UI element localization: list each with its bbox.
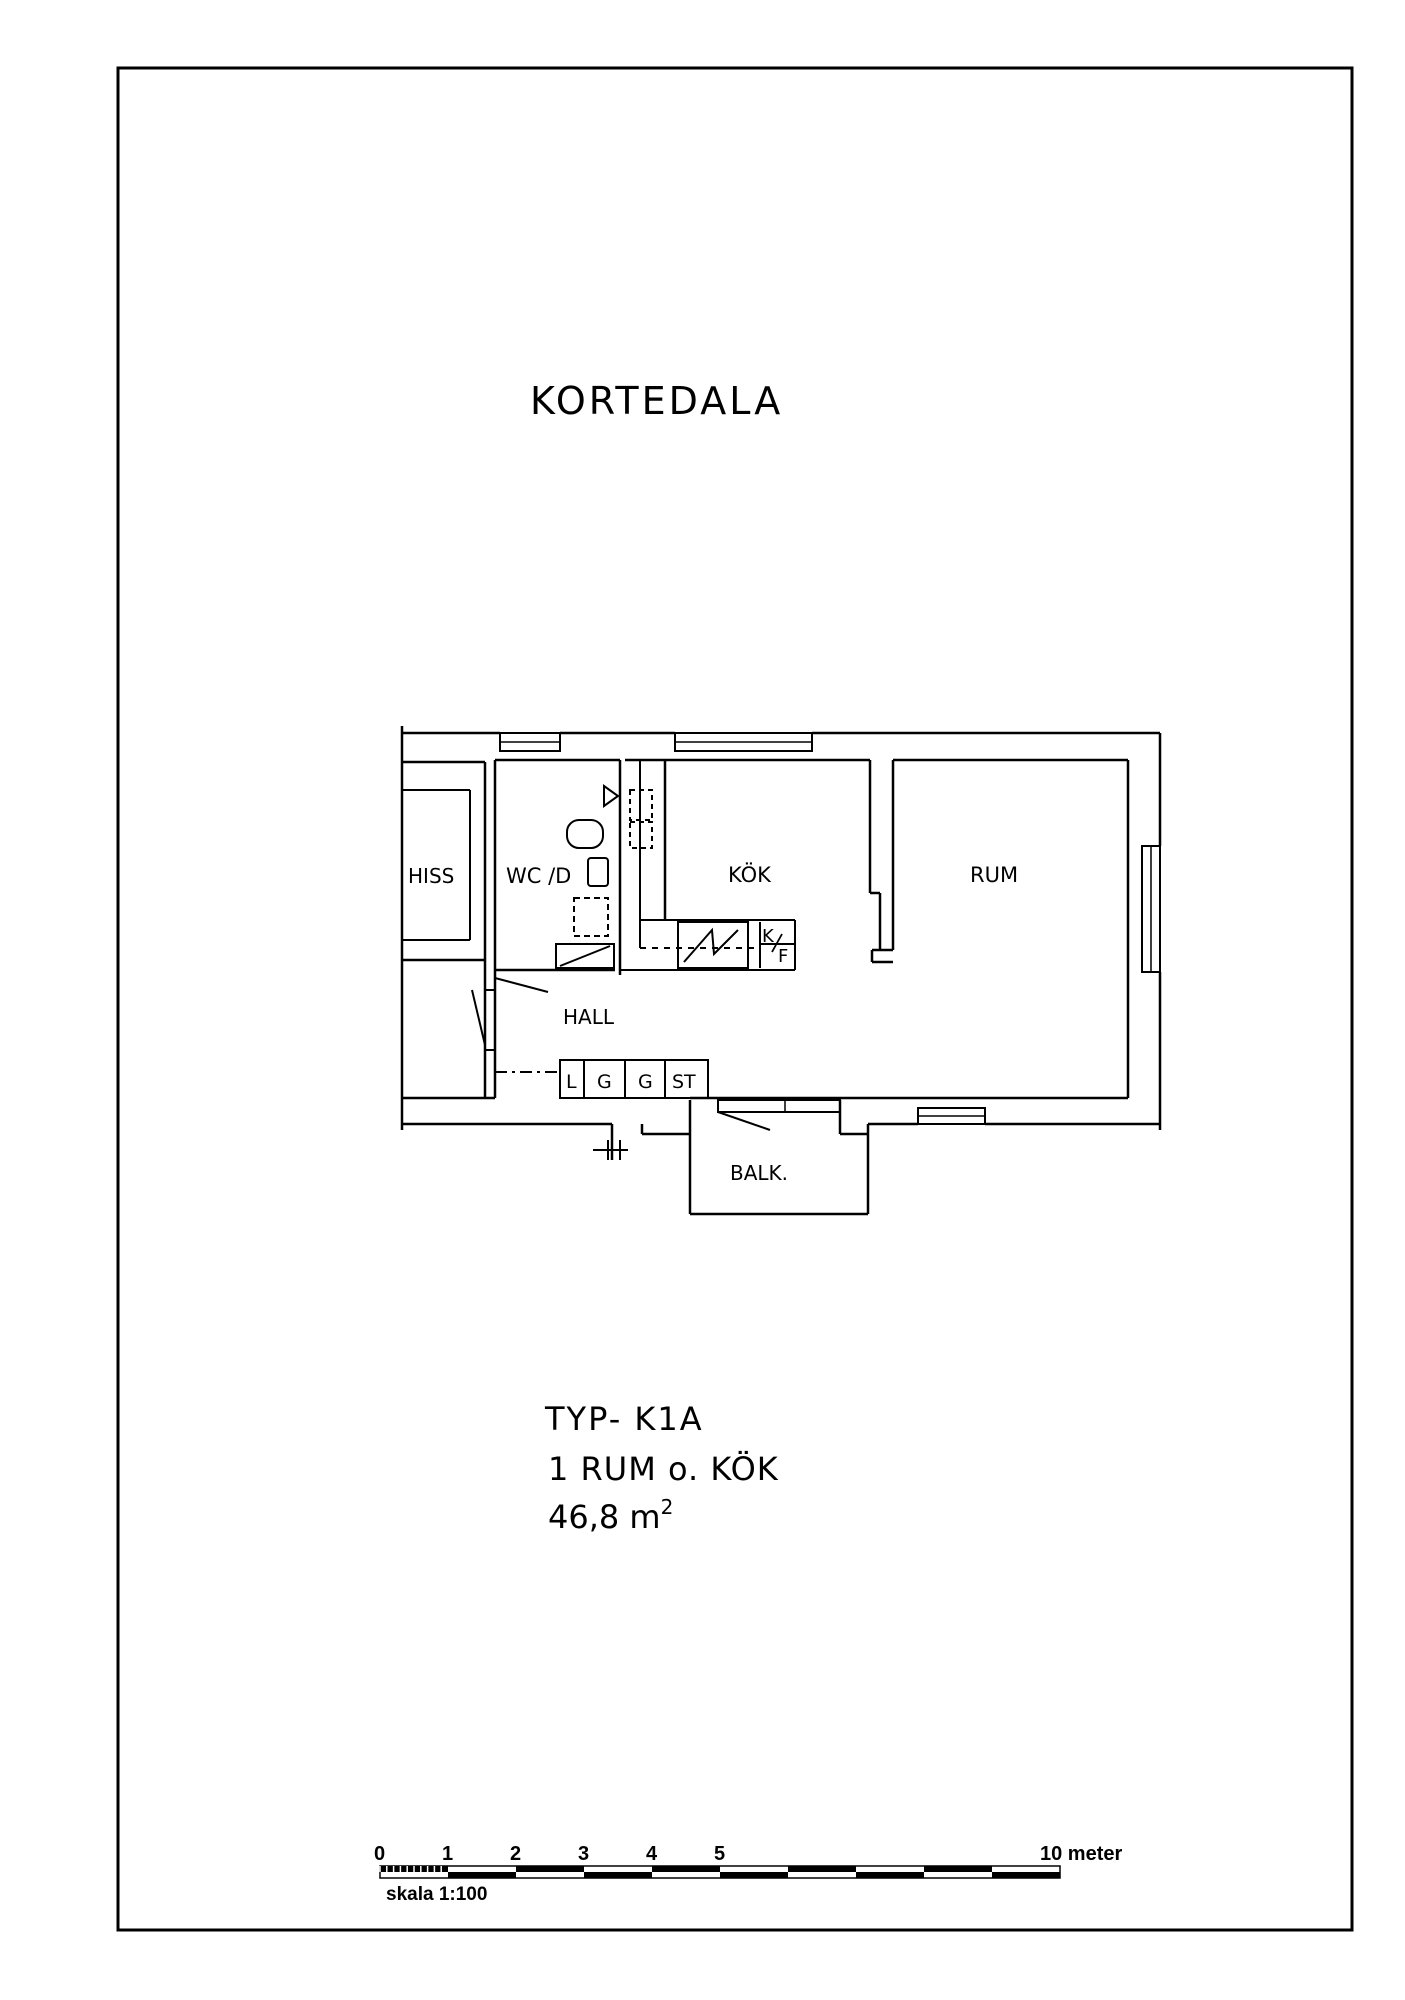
hall-storage: [559, 1059, 709, 1099]
floor-plan: [400, 726, 1162, 1216]
room-walls: [712, 760, 1130, 1100]
storage-label-l: L: [566, 1071, 577, 1093]
room-label-kok: KÖK: [728, 862, 772, 887]
room-label-wc: WC /D: [506, 864, 571, 888]
area-exponent: 2: [661, 1495, 674, 1519]
fridge-freezer-label-k: K: [762, 926, 775, 947]
window-kitchen: [674, 732, 813, 752]
scale-segment: [448, 1872, 516, 1878]
scale-bar: 0 1 2 3 4 5 10 meter skala 1:100: [374, 1843, 1122, 1905]
scale-segments: [379, 1866, 1060, 1878]
scale-segment: [584, 1872, 652, 1878]
scale-segment: [720, 1872, 788, 1878]
scale-tick-label: 5: [714, 1843, 725, 1865]
scale-segment: [788, 1866, 856, 1872]
stair-detail: [593, 1140, 628, 1160]
kitchen-counter: [620, 760, 796, 971]
kitchen-walls: [625, 758, 1128, 964]
scale-tick-label: 2: [510, 1843, 521, 1865]
scale-tick-labels: 0 1 2 3 4 5: [374, 1843, 725, 1865]
toilet-icon: [566, 819, 604, 849]
scale-segment: [516, 1866, 584, 1872]
fridge-freezer-label-f: F: [778, 946, 788, 967]
area-value: 46,8 m: [548, 1498, 661, 1536]
bathroom-walls: [493, 758, 622, 1098]
room-label-hall: HALL: [563, 1005, 615, 1029]
scale-tick-label: 3: [578, 1843, 589, 1865]
bathroom-fixtures: [555, 784, 620, 969]
scale-segment: [856, 1872, 924, 1878]
scale-segment: [924, 1866, 992, 1872]
scale-tick-label: 4: [646, 1843, 658, 1865]
page-title: KORTEDALA: [530, 379, 783, 423]
elevator-shaft: [402, 760, 487, 962]
shower-icon: [573, 897, 609, 937]
scale-segment: [652, 1866, 720, 1872]
window-room-south: [917, 1107, 986, 1125]
storage-label-st: ST: [672, 1071, 696, 1093]
apartment-type: TYP- K1A: [544, 1400, 704, 1438]
landing: [402, 960, 495, 1100]
scale-segment: [992, 1872, 1060, 1878]
sink-icon: [677, 921, 749, 969]
cabinet-icon: [555, 943, 615, 969]
window-wc: [499, 732, 561, 752]
storage-label-g1: G: [597, 1071, 612, 1093]
scale-end-label: 10 meter: [1040, 1843, 1122, 1865]
apartment-rooms: 1 RUM o. KÖK: [548, 1450, 779, 1488]
apartment-area: 46,8 m2: [548, 1495, 673, 1536]
balcony-door: [717, 1099, 841, 1131]
tap-icon: [603, 784, 620, 808]
balcony: [688, 1134, 870, 1216]
washbasin-icon: [587, 857, 609, 887]
scale-caption: skala 1:100: [386, 1884, 487, 1905]
room-label-hiss: HISS: [408, 864, 454, 888]
sheet-border: [116, 66, 1354, 1932]
scale-tick-label: 0: [374, 1843, 385, 1865]
fridge-freezer-slash: [771, 933, 783, 953]
room-label-balk: BALK.: [730, 1161, 788, 1185]
scale-tick-label: 1: [442, 1843, 453, 1865]
window-room-east: [1141, 845, 1161, 973]
room-label-rum: RUM: [970, 863, 1018, 887]
storage-label-g2: G: [638, 1071, 653, 1093]
